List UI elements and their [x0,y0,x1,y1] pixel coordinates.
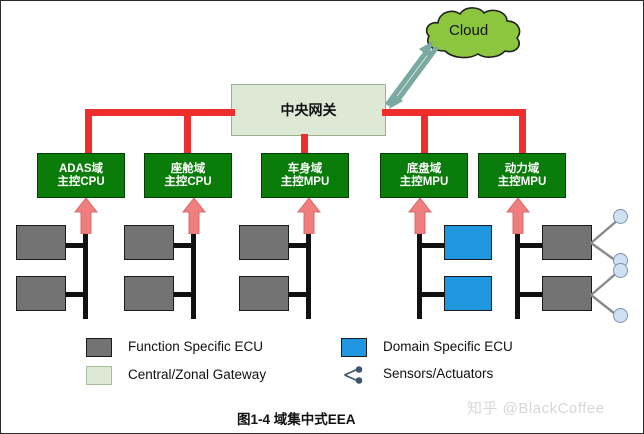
share-icon [344,366,363,384]
backbone-drop-4 [421,109,428,157]
ecu-domain-4b[interactable] [444,276,492,311]
domain-label-line2: 主控CPU [164,175,212,188]
local-bus-1-stub-a [65,243,85,248]
ecu-function-2a[interactable] [124,225,174,260]
ecu-function-2b[interactable] [124,276,174,311]
local-bus-2-stub-a [173,243,193,248]
backbone-drop-1 [85,109,92,157]
cloud-icon [425,7,521,59]
up-arrow-icon [73,198,99,234]
legend-label-sensors: Sensors/Actuators [383,366,494,381]
domain-label-line1: 底盘域 [406,163,442,176]
backbone-right-horizontal [382,109,526,116]
watermark: 知乎 @BlackCoffee [467,400,605,417]
domain-label-line1: 座舱域 [170,163,206,176]
ecu-function-5b[interactable] [542,276,592,311]
domain-box-adas[interactable]: ADAS域 主控CPU [37,153,125,198]
up-arrow-icon [407,198,433,234]
legend-label-function-ecu: Function Specific ECU [128,339,264,354]
local-bus-3-stub-a [288,243,308,248]
local-bus-1-stub-b [65,292,85,297]
figure-caption: 图1-4 域集中式EEA [237,412,356,427]
local-bus-4-stub-b [421,292,445,297]
cloud-label: Cloud [449,22,489,39]
local-bus-5-stub-b [519,292,543,297]
domain-label-line2: 主控CPU [57,175,105,188]
domain-box-chassis[interactable]: 底盘域 主控MPU [380,153,468,198]
uplink-arrow-5 [505,198,531,234]
double-arrow-icon [384,41,440,109]
domain-label-line1: 动力域 [504,163,540,176]
central-gateway-label: 中央网关 [280,102,337,118]
local-bus-2 [191,234,196,319]
local-bus-3 [306,234,311,319]
sensor-node-3[interactable] [613,263,628,278]
uplink-arrow-3 [296,198,322,234]
ecu-function-1a[interactable] [16,225,66,260]
local-bus-1 [83,234,88,319]
up-arrow-icon [296,198,322,234]
domain-box-cockpit[interactable]: 座舱域 主控CPU [144,153,232,198]
ecu-function-5a[interactable] [542,225,592,260]
up-arrow-icon [505,198,531,234]
domain-label-line2: 主控MPU [399,175,449,188]
up-arrow-icon [181,198,207,234]
central-gateway-box[interactable]: 中央网关 [231,84,386,136]
domain-label-line2: 主控MPU [497,175,547,188]
local-bus-4 [417,234,422,319]
domain-label-line2: 主控MPU [280,175,330,188]
domain-box-body[interactable]: 车身域 主控MPU [261,153,349,198]
local-bus-5-stub-a [519,243,543,248]
legend-label-gateway: Central/Zonal Gateway [128,367,267,382]
sensor-node-4[interactable] [613,308,628,323]
local-bus-4-stub-a [421,243,445,248]
backbone-left-horizontal [85,109,235,116]
backbone-drop-2 [184,109,191,157]
legend-label-domain-ecu: Domain Specific ECU [383,339,513,354]
domain-label-line1: 车身域 [287,163,323,176]
domain-box-powertrain[interactable]: 动力域 主控MPU [478,153,566,198]
uplink-arrow-1 [73,198,99,234]
local-bus-2-stub-b [173,292,193,297]
ecu-domain-4a[interactable] [444,225,492,260]
sensor-node-1[interactable] [613,209,628,224]
ecu-function-3b[interactable] [239,276,289,311]
ecu-function-1b[interactable] [16,276,66,311]
cloud-node: Cloud [419,5,527,61]
green-square-icon [86,366,112,385]
local-bus-3-stub-b [288,292,308,297]
backbone-drop-5 [519,109,526,157]
uplink-arrow-2 [181,198,207,234]
backbone-drop-3 [301,134,308,157]
gray-square-icon [86,338,112,357]
cloud-gateway-link [377,37,443,113]
ecu-function-3a[interactable] [239,225,289,260]
blue-square-icon [341,338,367,357]
domain-label-line1: ADAS域 [58,163,104,176]
uplink-arrow-4 [407,198,433,234]
local-bus-5 [515,234,520,319]
